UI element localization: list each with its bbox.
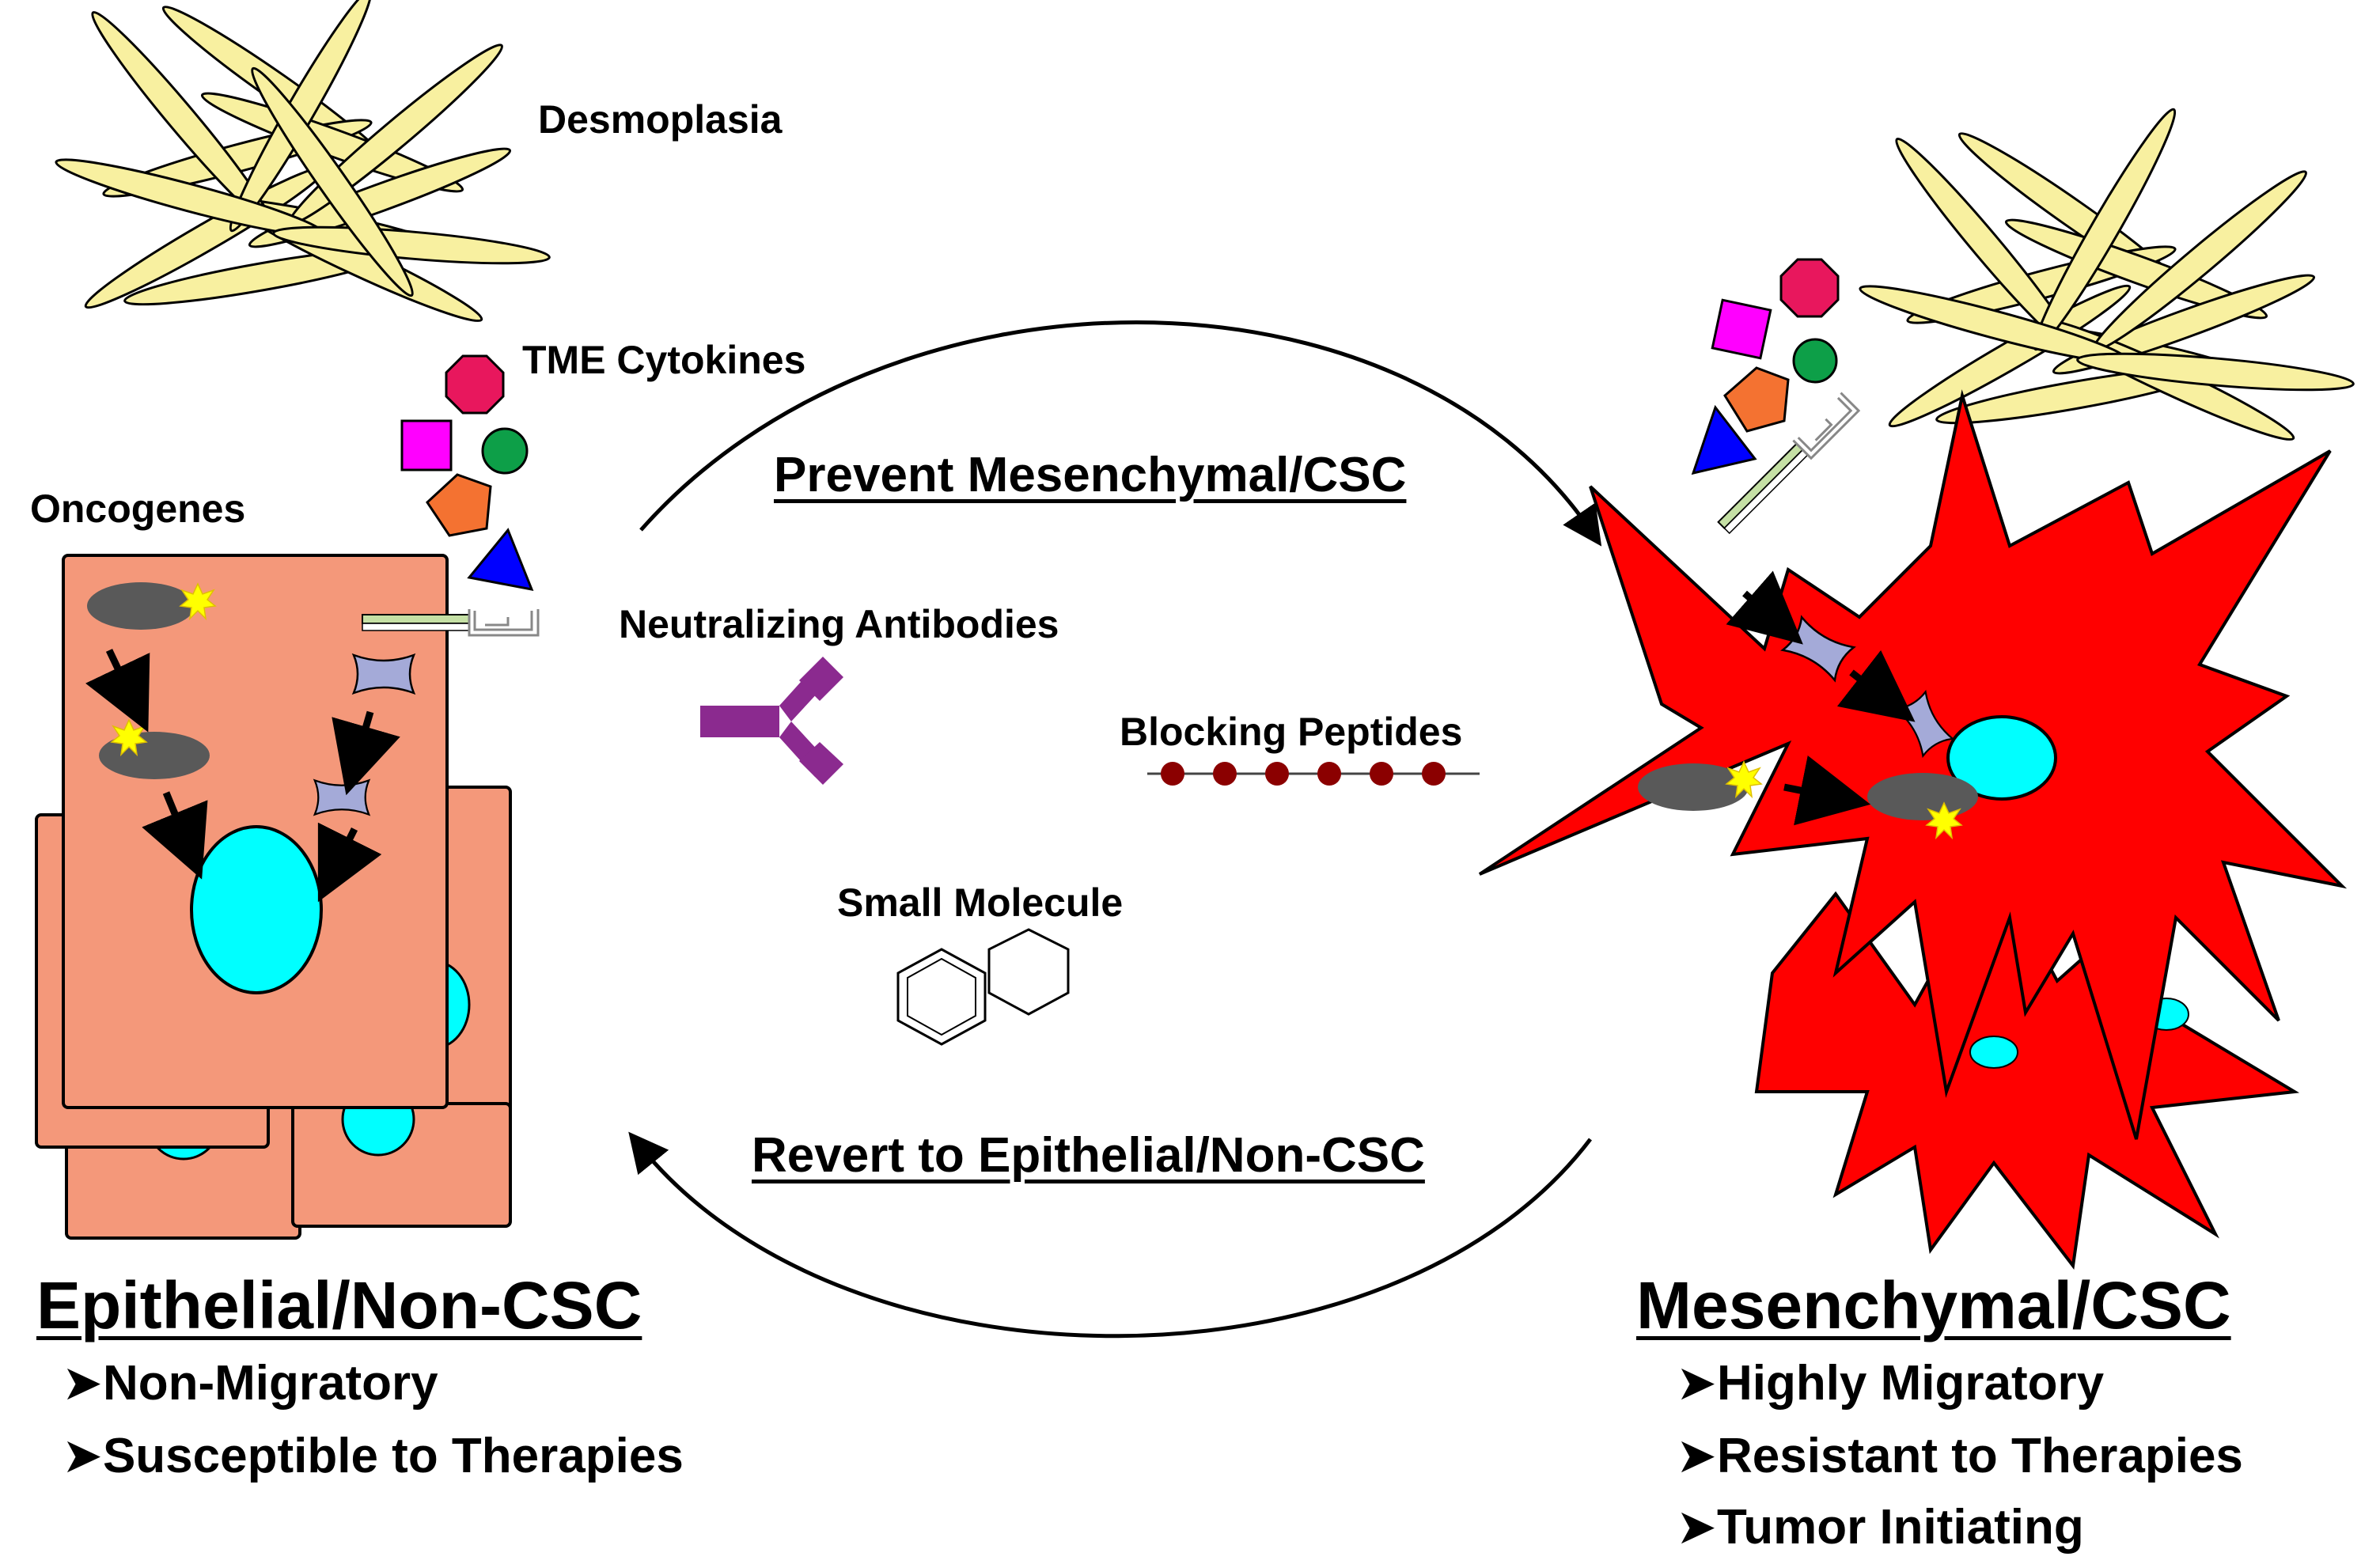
pentagon-cytokine-icon (1723, 366, 1790, 433)
desmoplasia-fibroblasts-left (51, 0, 552, 333)
octagon-cytokine-icon (1779, 258, 1840, 318)
square-cytokine-icon (400, 419, 453, 471)
nucleus-right (1946, 715, 2057, 801)
circle-cytokine-icon (1792, 338, 1838, 384)
mesenchymal-bullet-3: ➤Tumor Initiating (1676, 1500, 2084, 1555)
small-molecule-label: Small Molecule (837, 880, 1124, 925)
pentagon-cytokine-icon (426, 473, 492, 537)
epithelial-title: Epithelial/Non-CSC (36, 1268, 642, 1342)
revert-epithelial-label: Revert to Epithelial/Non-CSC (752, 1128, 1425, 1183)
bullet-arrow-icon: ➤ (1676, 1500, 1717, 1555)
prevent-mesenchymal-label: Prevent Mesenchymal/CSC (774, 448, 1407, 502)
kinase-icon (352, 653, 415, 695)
square-cytokine-icon (1711, 298, 1772, 360)
prevent-arrow (639, 320, 1602, 547)
circle-cytokine-icon (481, 427, 529, 475)
tme-cytokines-label: TME Cytokines (522, 338, 806, 382)
blocking-peptides-label: Blocking Peptides (1120, 710, 1463, 754)
mesenchymal-bullet-2: ➤Resistant to Therapies (1676, 1429, 2243, 1483)
epithelial-cell-stack (35, 554, 512, 1240)
oncogenes-label: Oncogenes (30, 487, 246, 531)
epithelial-bullet-2: ➤Susceptible to Therapies (62, 1429, 684, 1483)
neutralizing-antibodies-label: Neutralizing Antibodies (619, 602, 1059, 646)
desmoplasia-label: Desmoplasia (538, 97, 783, 142)
receptor-icon (362, 609, 540, 637)
peptide-chain-icon (1147, 762, 1480, 786)
desmoplasia-fibroblasts-right (1855, 101, 2356, 452)
bullet-arrow-icon: ➤ (62, 1356, 103, 1411)
triangle-cytokine-icon (467, 528, 534, 591)
mesenchymal-cell-cluster (1478, 389, 2348, 1270)
mesenchymal-title: Mesenchymal/CSC (1636, 1268, 2231, 1342)
benzene-rings-icon (896, 928, 1070, 1046)
mesenchymal-bullet-1: ➤Highly Migratory (1676, 1356, 2105, 1411)
octagon-cytokine-icon (445, 354, 505, 415)
revert-arrow (628, 1131, 1592, 1339)
epithelial-bullet-1: ➤Non-Migratory (62, 1356, 438, 1411)
triangle-cytokine-icon (1691, 404, 1757, 475)
bullet-arrow-icon: ➤ (62, 1429, 103, 1483)
antibody-icon (700, 657, 843, 785)
bullet-arrow-icon: ➤ (1676, 1429, 1717, 1483)
oncogene-left-1 (87, 582, 195, 630)
bullet-arrow-icon: ➤ (1676, 1356, 1717, 1411)
nucleus-left (190, 825, 323, 994)
oncogene-right-2 (1867, 773, 1978, 820)
oncogene-right-1 (1638, 763, 1749, 811)
receptor-icon (1717, 392, 1861, 535)
kinase-icon (313, 779, 370, 816)
